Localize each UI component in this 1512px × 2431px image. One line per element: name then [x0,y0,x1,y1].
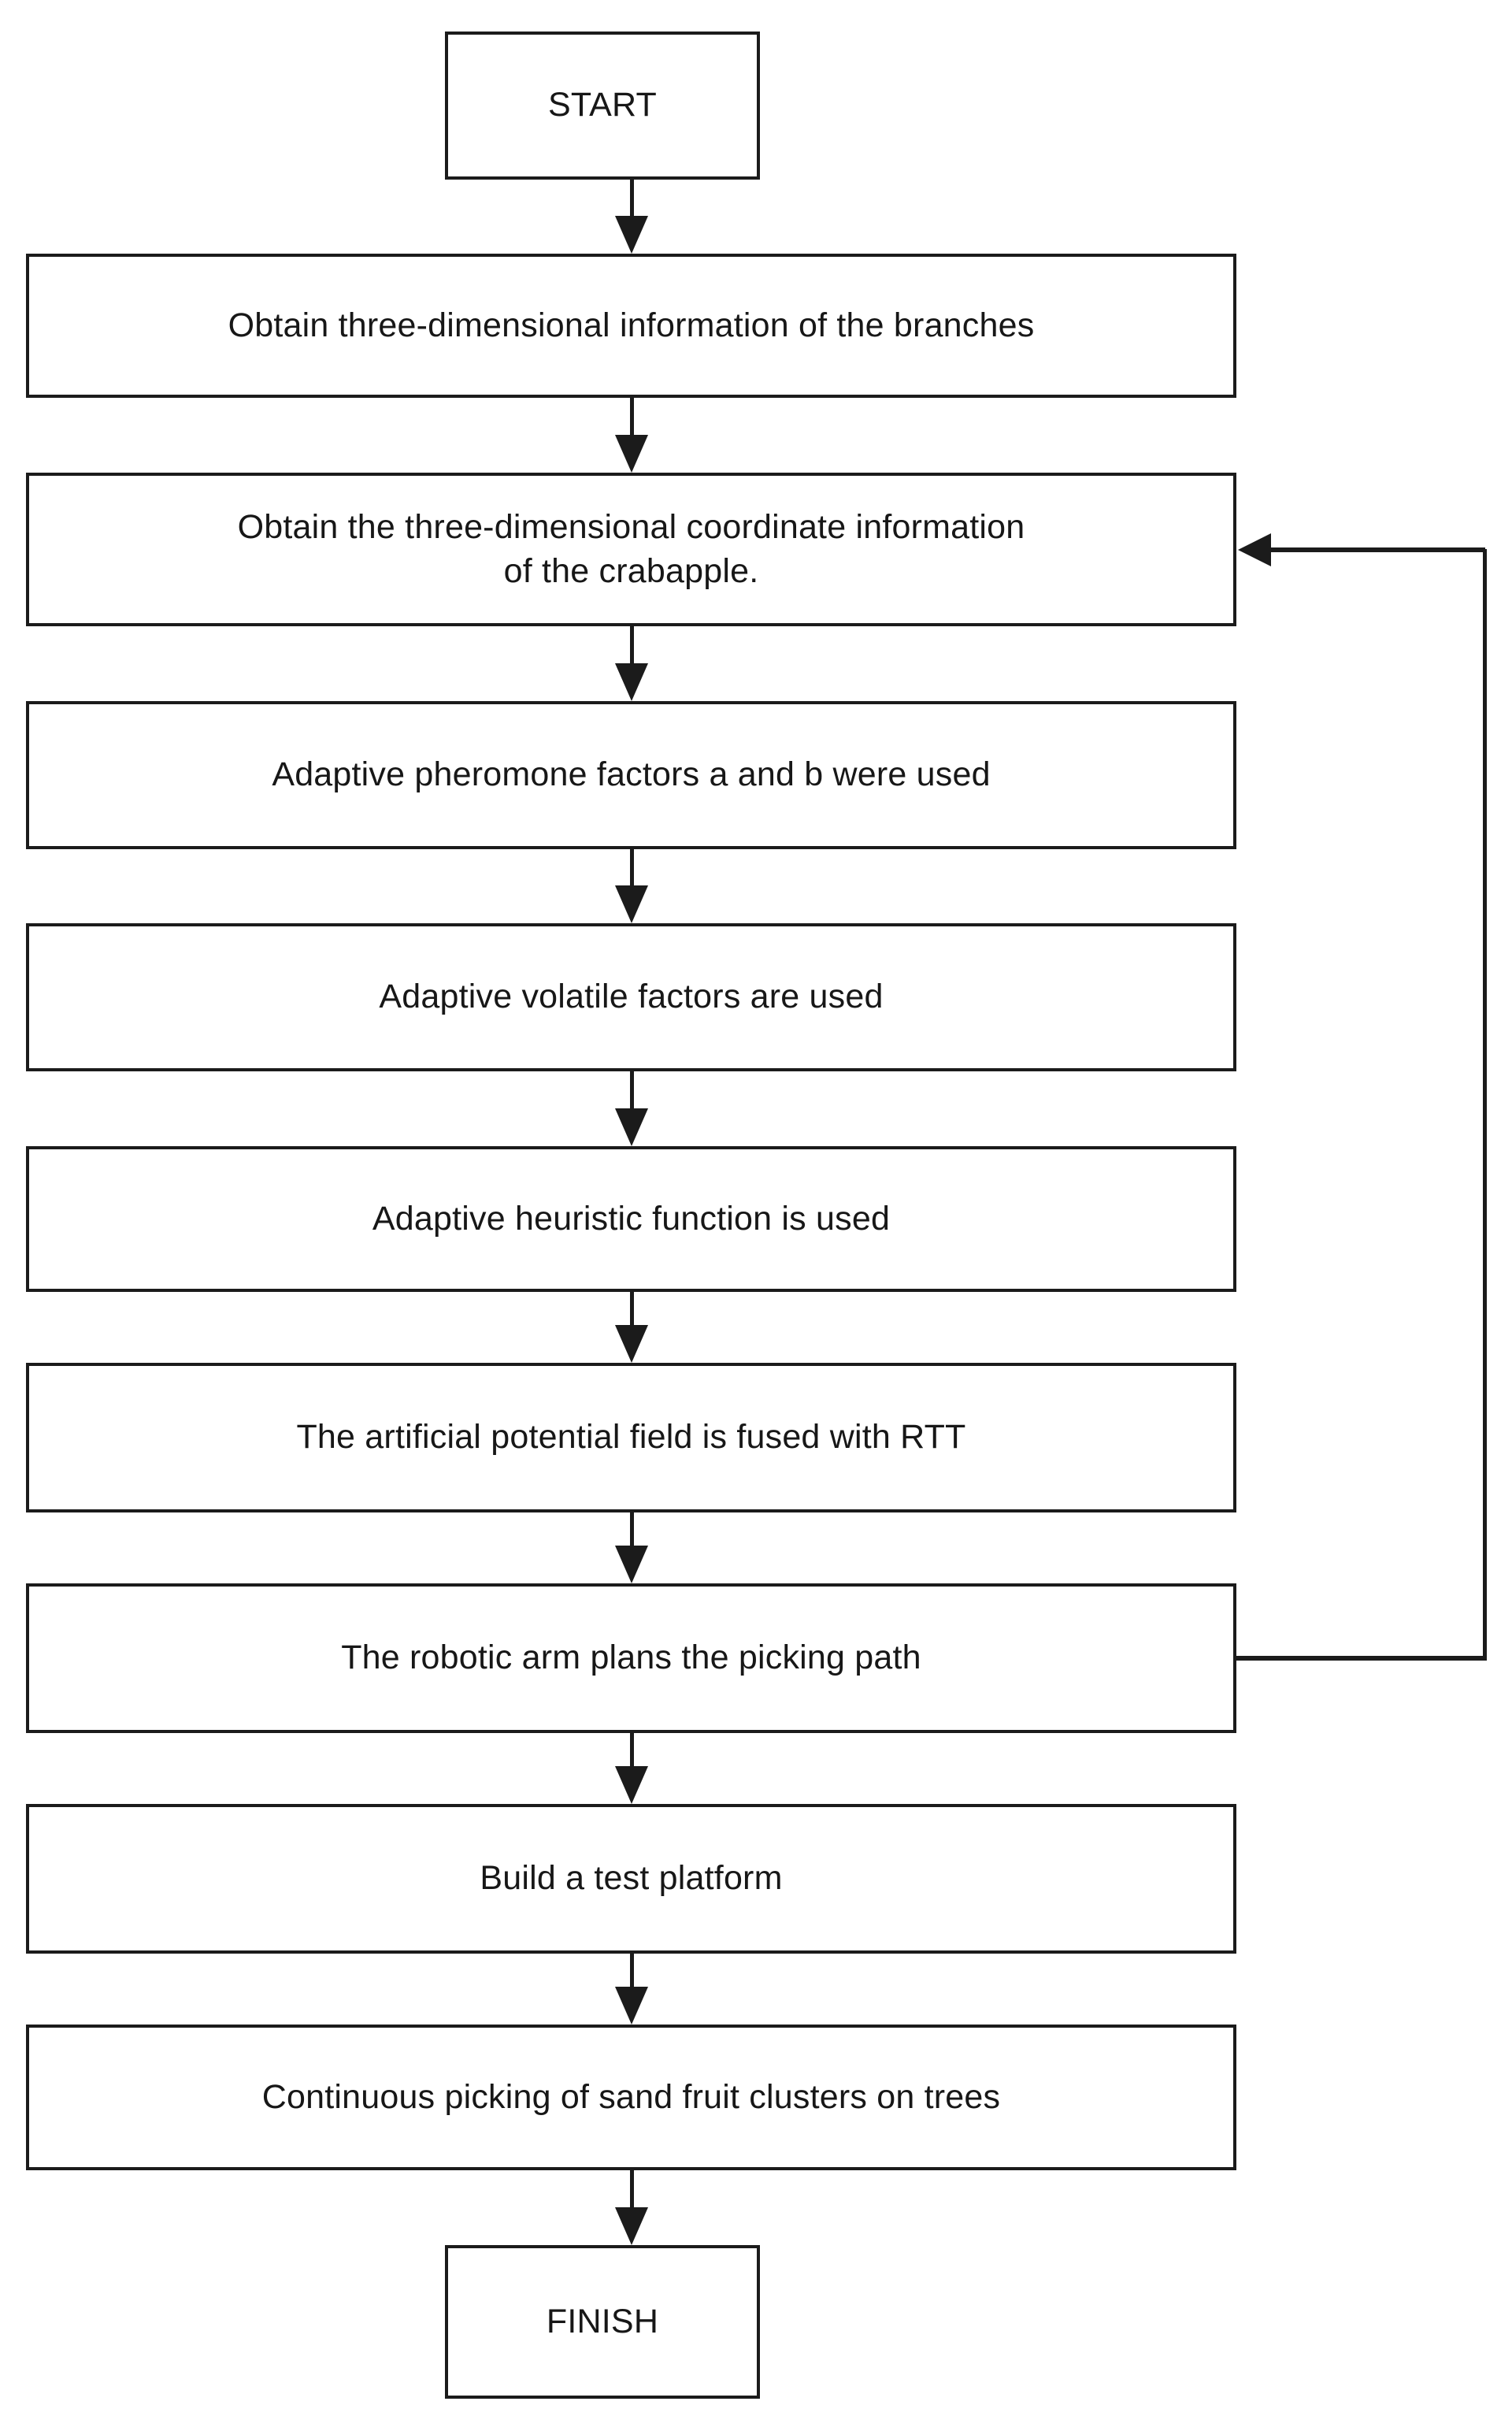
arrowhead-step2-step3 [615,663,648,701]
node-adaptive-volatile-factors[interactable]: Adaptive volatile factors are used [26,923,1236,1071]
arrowhead-step7-step8 [615,1766,648,1804]
connector-step9-finish [630,2170,634,2208]
node-adaptive-pheromone-factors[interactable]: Adaptive pheromone factors a and b were … [26,701,1236,849]
node-adaptive-heuristic-function-label: Adaptive heuristic function is used [372,1199,891,1238]
arrowhead-step3-step4 [615,885,648,923]
node-start[interactable]: START [445,32,760,180]
node-adaptive-pheromone-factors-label: Adaptive pheromone factors a and b were … [272,755,991,794]
arrowhead-step4-step5 [615,1108,648,1146]
feedback-segment-top [1271,547,1485,552]
node-finish[interactable]: FINISH [445,2245,760,2399]
node-robotic-arm-plans-path-label: The robotic arm plans the picking path [341,1639,921,1677]
node-obtain-branch-info[interactable]: Obtain three-dimensional information of … [26,254,1236,398]
node-continuous-picking[interactable]: Continuous picking of sand fruit cluster… [26,2025,1236,2170]
node-apf-fused-with-rtt-label: The artificial potential field is fused … [296,1418,966,1457]
node-obtain-branch-info-label: Obtain three-dimensional information of … [228,306,1035,344]
node-obtain-crabapple-coordinates-label: Obtain the three-dimensional coordinate … [237,507,1025,590]
node-build-test-platform[interactable]: Build a test platform [26,1804,1236,1954]
node-adaptive-heuristic-function[interactable]: Adaptive heuristic function is used [26,1146,1236,1292]
connector-step6-step7 [630,1512,634,1546]
connector-step4-step5 [630,1071,634,1109]
node-obtain-crabapple-coordinates[interactable]: Obtain the three-dimensional coordinate … [26,473,1236,626]
node-adaptive-volatile-factors-label: Adaptive volatile factors are used [379,978,884,1016]
node-continuous-picking-label: Continuous picking of sand fruit cluster… [261,2077,1001,2116]
node-finish-label: FINISH [546,2302,659,2340]
arrowhead-feedback-into-step2 [1238,533,1271,566]
connector-step2-step3 [630,626,634,666]
feedback-segment-bottom [1235,1656,1487,1661]
arrowhead-step1-step2 [615,435,648,473]
node-build-test-platform-label: Build a test platform [480,1859,783,1898]
connector-start-step1 [630,180,634,219]
arrowhead-step6-step7 [615,1546,648,1583]
node-start-label: START [548,86,657,124]
connector-step3-step4 [630,849,634,887]
node-apf-fused-with-rtt[interactable]: The artificial potential field is fused … [26,1363,1236,1512]
connector-step7-step8 [630,1733,634,1766]
feedback-segment-right [1483,549,1487,1658]
arrowhead-start-step1 [615,216,648,254]
arrowhead-step8-step9 [615,1987,648,2025]
connector-step5-step6 [630,1292,634,1325]
arrowhead-step5-step6 [615,1325,648,1363]
connector-step1-step2 [630,398,634,437]
arrowhead-step9-finish [615,2207,648,2245]
node-robotic-arm-plans-path[interactable]: The robotic arm plans the picking path [26,1583,1236,1733]
connector-step8-step9 [630,1954,634,1987]
